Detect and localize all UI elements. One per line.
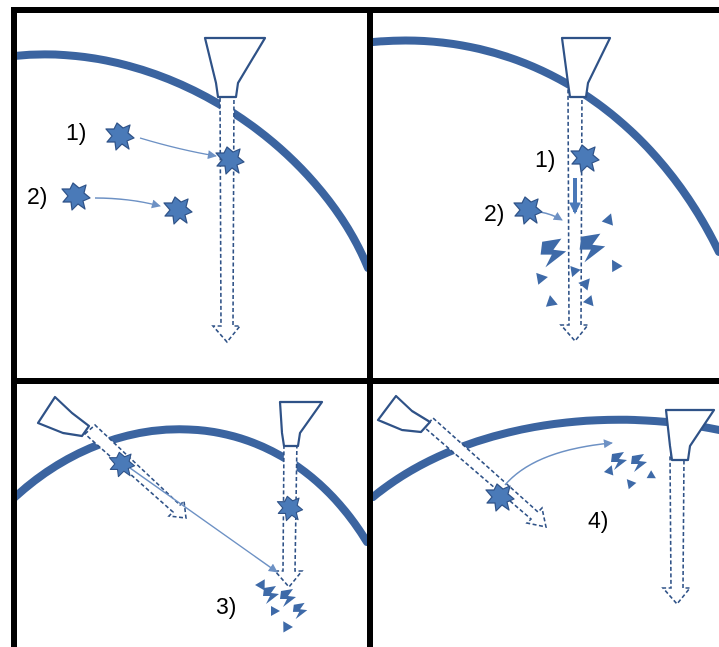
particle-2 [513,196,543,225]
cell-wall [14,50,367,272]
panel-3: 3) [14,395,367,633]
panel-2: 1) 2) [373,36,719,343]
arrow-4 [504,439,613,486]
panel-frames [11,7,719,647]
fragments [603,452,659,490]
label-step-2: 2) [484,200,504,226]
injection-needle-angled [376,394,548,529]
arrow-2 [539,211,563,221]
label-step-1: 1) [535,146,555,172]
panel-1: 1) 2) [14,36,367,344]
cell-wall [373,415,719,501]
panel-4: 4) [373,394,719,606]
arrow-3 [129,467,278,573]
injection-needle [661,408,716,606]
particle-2-moved [163,196,193,225]
label-step-2: 2) [27,183,47,209]
injection-needle [273,400,324,589]
injection-needle [203,36,267,344]
particle-1 [105,122,135,151]
arrow-2 [94,197,161,209]
particle-2 [61,182,91,211]
label-step-1: 1) [66,119,86,145]
cell-wall [14,425,367,546]
injection-needle [559,36,612,343]
particle-in-angled-needle [485,483,515,512]
arrow-1 [139,137,217,160]
label-step-4: 4) [588,507,608,533]
label-step-3: 3) [216,593,236,619]
particle-in-needle [276,495,304,522]
fragments [255,576,308,633]
